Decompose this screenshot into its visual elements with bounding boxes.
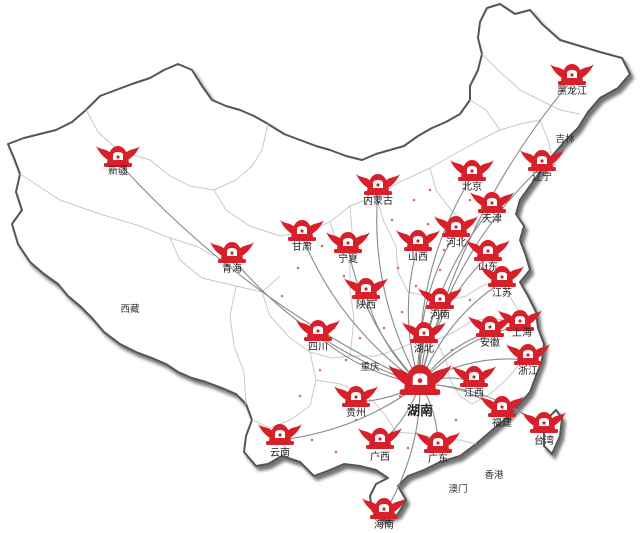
province-label-taiwan: 台湾: [534, 434, 554, 447]
marker-fujian: 福建: [480, 396, 524, 429]
marker-qinghai: 青海: [210, 242, 254, 275]
marker-shanxi: 山西: [396, 230, 440, 263]
marker-zhejiang: 浙江: [506, 344, 550, 377]
marker-xinjiang: 新疆: [96, 146, 140, 177]
marker-jiangxi: 江西: [452, 366, 496, 399]
plain-label-chongqing: 重庆: [360, 361, 380, 373]
marker-tianjin: 天津: [470, 192, 514, 225]
province-label-hebei: 河北: [446, 237, 466, 249]
province-label-jiangsu: 江苏: [492, 286, 512, 299]
marker-heilongjiang: 黑龙江: [550, 64, 594, 97]
plain-label-xizang: 西藏: [120, 303, 140, 315]
marker-yunnan: 云南: [258, 424, 302, 459]
province-label-hubei: 湖北: [414, 343, 434, 355]
province-label-qinghai: 青海: [222, 262, 242, 275]
marker-beijing: 北京: [450, 160, 494, 193]
marker-henan: 河南: [418, 288, 462, 321]
province-label-tianjin: 天津: [482, 213, 502, 225]
route-line-ningxia: [347, 247, 421, 385]
province-label-shanghai: 上海: [512, 326, 532, 339]
marker-liaoning: 辽宁: [520, 150, 564, 183]
province-label-heilongjiang: 黑龙江: [557, 84, 587, 97]
hub-marker-hunan: 湖南: [388, 364, 452, 419]
marker-shaanxi: 陕西: [344, 278, 388, 311]
plain-label-xianggang: 香港: [484, 469, 504, 481]
marker-neimenggu: 内蒙古: [356, 174, 400, 207]
province-label-zhejiang: 浙江: [518, 365, 538, 377]
province-label-jiangxi: 江西: [464, 387, 484, 399]
province-label-fujian: 福建: [492, 416, 512, 429]
province-label-shaanxi: 陕西: [356, 298, 376, 311]
hub-label: 湖南: [407, 403, 433, 419]
marker-taiwan: 台湾: [522, 412, 566, 447]
province-label-guangxi: 广西: [370, 451, 390, 463]
province-markers: 黑龙江新疆北京辽宁内蒙古天津甘肃宁夏山西河北青海山东江苏陕西河南上海四川湖北安徽…: [96, 64, 594, 531]
route-line-hainan: [383, 383, 421, 515]
marker-hubei: 湖北: [402, 322, 446, 355]
route-line-gansu: [301, 235, 421, 385]
route-line-xinjiang: [117, 161, 421, 385]
marker-jiangsu: 江苏: [480, 266, 524, 299]
province-label-beijing: 北京: [462, 180, 482, 193]
province-label-guizhou: 贵州: [346, 406, 366, 419]
province-label-anhui: 安徽: [480, 336, 500, 349]
province-label-shanxi: 山西: [408, 251, 428, 263]
province-label-guangdong: 广东: [428, 452, 448, 465]
marker-hebei: 河北: [434, 216, 478, 249]
marker-guangxi: 广西: [358, 428, 402, 463]
province-label-neimenggu: 内蒙古: [363, 194, 393, 207]
plain-label-aomen: 澳门: [448, 483, 467, 495]
marker-hainan: 海南: [362, 498, 406, 531]
marker-guizhou: 贵州: [334, 386, 378, 419]
province-label-sichuan: 四川: [308, 342, 328, 353]
marker-guangdong: 广东: [416, 432, 460, 465]
province-label-yunnan: 云南: [270, 446, 290, 459]
route-line-neimenggu: [376, 189, 421, 385]
marker-ningxia: 宁夏: [326, 232, 370, 265]
province-label-henan: 河南: [430, 308, 450, 321]
province-label-ningxia: 宁夏: [338, 252, 358, 265]
province-label-gansu: 甘肃: [292, 240, 312, 253]
province-label-hainan: 海南: [374, 518, 394, 531]
province-label-liaoning: 辽宁: [532, 170, 552, 183]
marker-sichuan: 四川: [296, 320, 340, 353]
plain-label-jilin: 吉林: [555, 133, 575, 145]
marker-anhui: 安徽: [468, 316, 512, 349]
province-label-xinjiang: 新疆: [108, 164, 128, 177]
marker-shanghai: 上海: [498, 310, 542, 339]
marker-gansu: 甘肃: [280, 220, 324, 253]
